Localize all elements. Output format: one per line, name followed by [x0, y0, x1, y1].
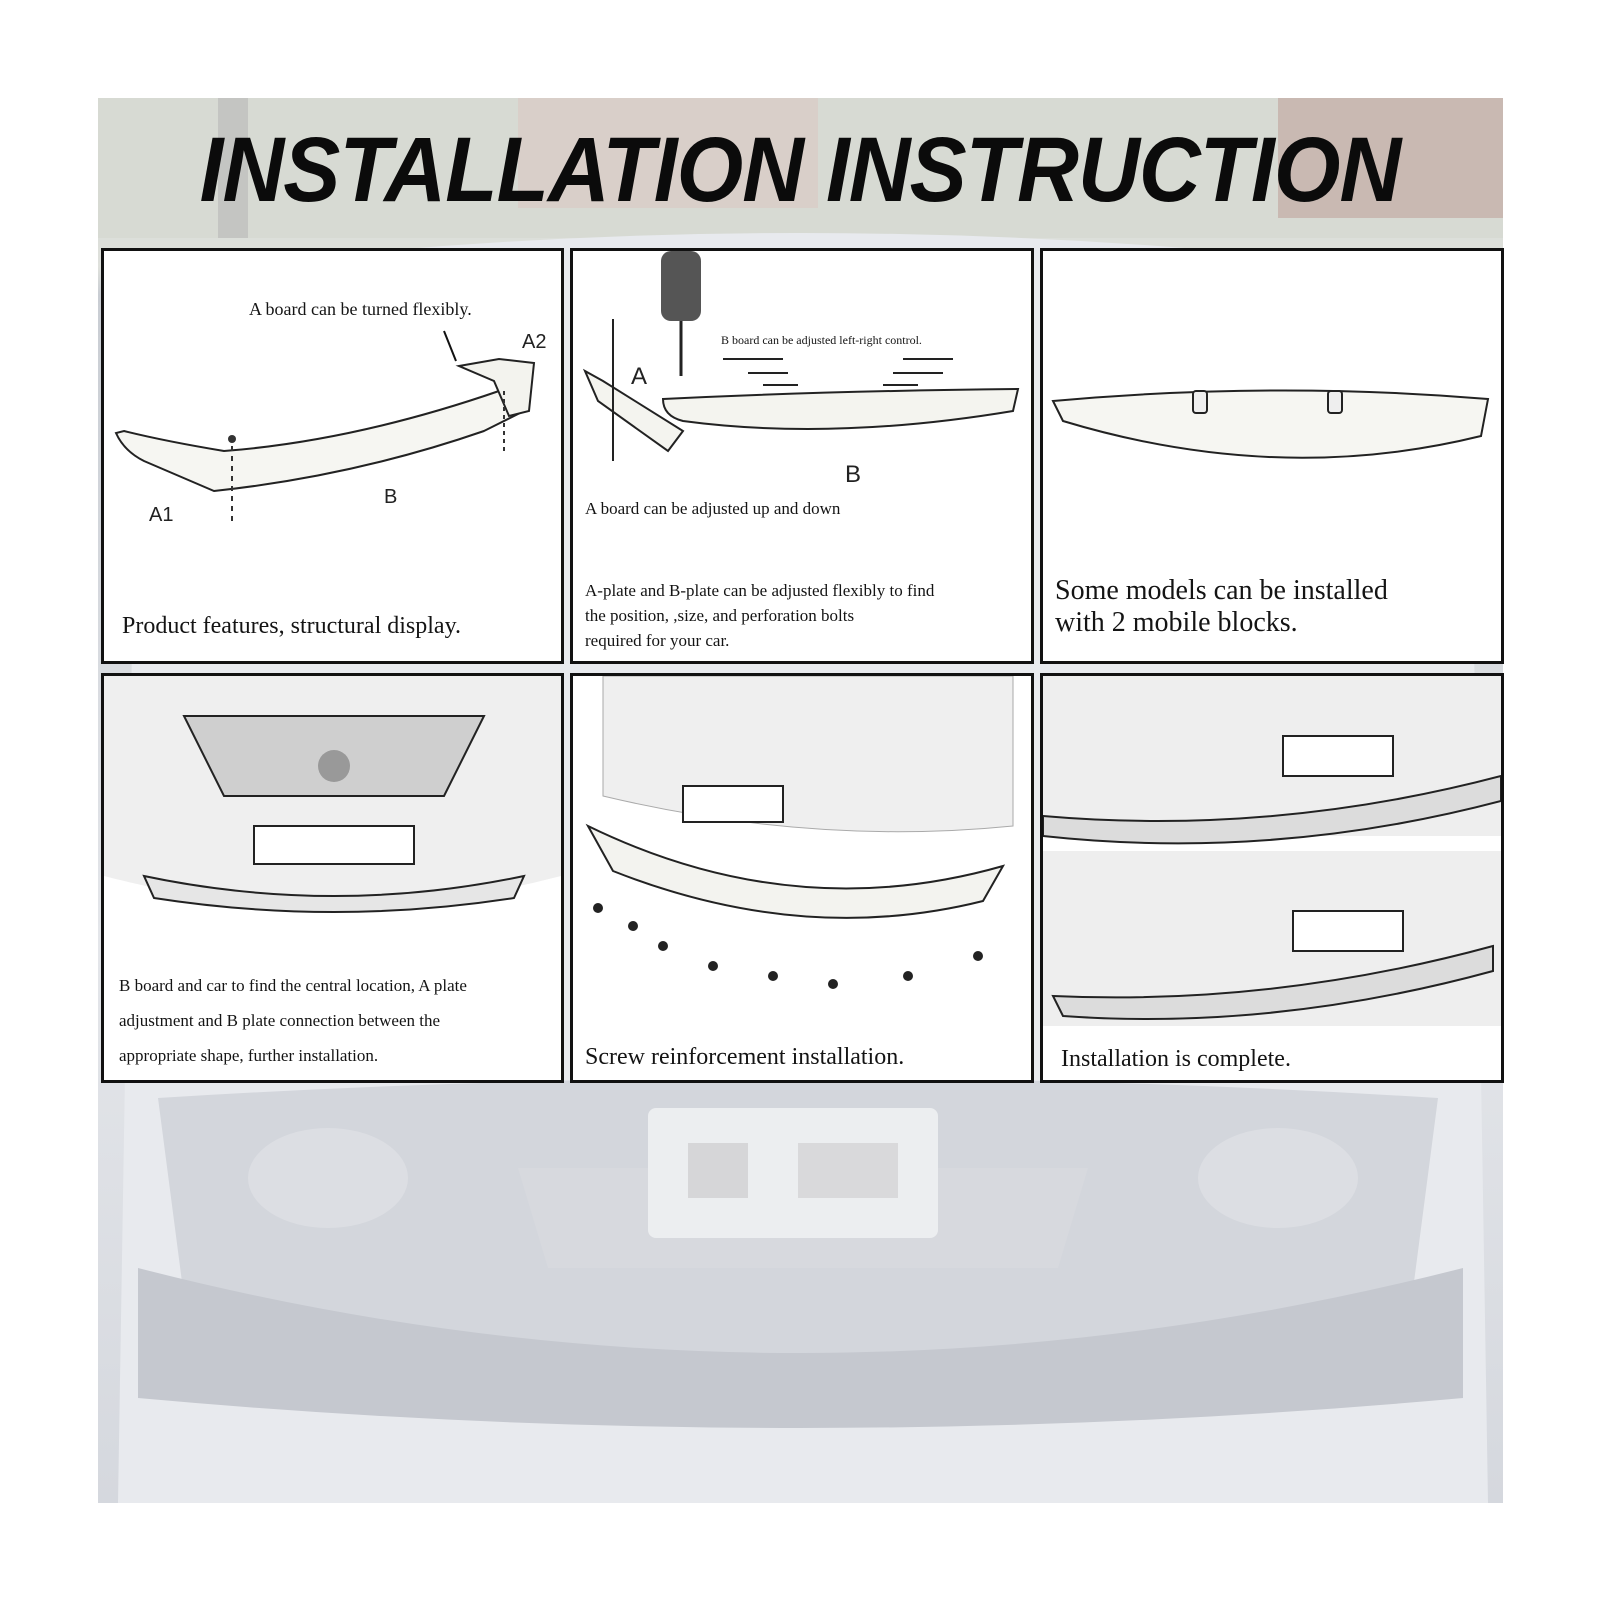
- caption-panel-3-line-1: Some models can be installed: [1055, 575, 1388, 606]
- completed-car-sketch: [1043, 676, 1501, 1026]
- panel-mobile-blocks: Some models can be installed with 2 mobi…: [1040, 248, 1504, 664]
- label-a2: A2: [522, 331, 547, 353]
- label-a: A: [631, 363, 648, 390]
- splitter-diagram: [114, 330, 536, 521]
- caption-panel-5: Screw reinforcement installation.: [585, 1044, 905, 1070]
- mobile-blocks-diagram: [1051, 389, 1490, 459]
- label-a1: A1: [149, 504, 174, 526]
- caption-panel-4-line-1: B board and car to find the central loca…: [119, 976, 467, 995]
- adjustment-diagram: [582, 251, 1020, 461]
- panel-adjustment: B board can be adjusted left-right contr…: [570, 248, 1034, 664]
- caption-panel-2-line-3: required for your car.: [585, 631, 730, 650]
- panel-structure: A board can be turned flexibly. A2 A1 B …: [101, 248, 564, 664]
- car-front-sketch: [104, 676, 561, 913]
- caption-panel-6: Installation is complete.: [1061, 1046, 1291, 1072]
- label-b: B: [845, 461, 862, 488]
- note-a-board-turn: A board can be turned flexibly.: [249, 299, 472, 319]
- caption-panel-4-line-2: adjustment and B plate connection betwee…: [119, 1011, 441, 1030]
- panel-central-location: B board and car to find the central loca…: [101, 673, 564, 1083]
- caption-panel-1: Product features, structural display.: [122, 613, 462, 639]
- panel-screw-reinforcement: Screw reinforcement installation.: [570, 673, 1034, 1083]
- caption-panel-2-line-1: A-plate and B-plate can be adjusted flex…: [585, 581, 935, 600]
- panel-complete: Installation is complete.: [1040, 673, 1504, 1083]
- screw-diagram: [585, 676, 1014, 989]
- caption-panel-2-line-2: the position, ,size, and perforation bol…: [585, 606, 855, 625]
- note-a-board-up-down: A board can be adjusted up and down: [585, 499, 841, 518]
- page-title: INSTALLATION INSTRUCTION: [199, 119, 1402, 221]
- caption-panel-4-line-3: appropriate shape, further installation.: [119, 1046, 379, 1065]
- label-b: B: [384, 486, 398, 508]
- caption-panel-3-line-2: with 2 mobile blocks.: [1055, 607, 1298, 638]
- note-b-board-left-right: B board can be adjusted left-right contr…: [721, 333, 922, 347]
